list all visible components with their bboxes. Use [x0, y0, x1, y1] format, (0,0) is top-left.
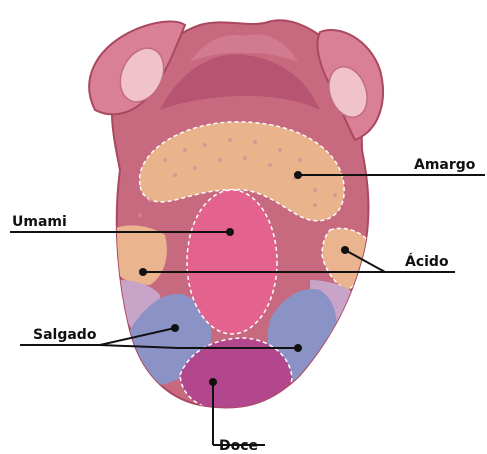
label-acido: Ácido	[405, 253, 449, 270]
label-amargo: Amargo	[414, 157, 476, 173]
label-salgado: Salgado	[33, 327, 97, 343]
label-doce: Doce	[219, 438, 258, 454]
acido-dot-right	[341, 246, 349, 254]
umami-zone	[187, 190, 277, 334]
salgado-dot-left	[171, 324, 179, 332]
umami-dot	[226, 228, 234, 236]
salgado-dot-right	[294, 344, 302, 352]
doce-dot	[209, 378, 217, 386]
amargo-dot	[294, 171, 302, 179]
label-umami: Umami	[12, 214, 67, 230]
acido-dot-left	[139, 268, 147, 276]
